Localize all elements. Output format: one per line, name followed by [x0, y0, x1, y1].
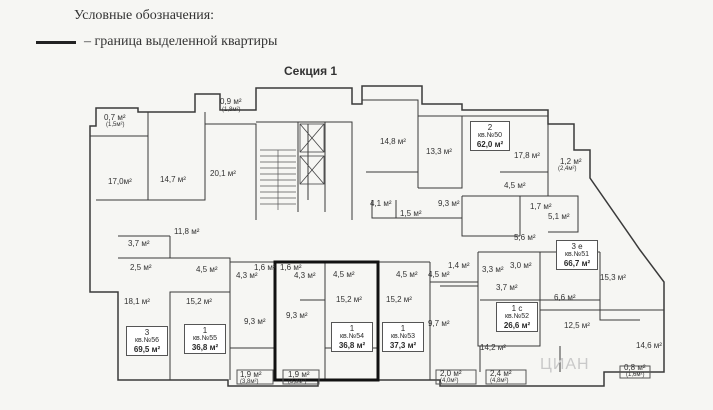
- area-label: 20,1 м²: [210, 169, 236, 178]
- area-label: 14,2 м²: [480, 343, 506, 352]
- apartment-rooms: 1: [202, 326, 208, 335]
- area-label: 17,8 м²: [514, 151, 540, 160]
- area-label: 5,1 м²: [548, 212, 570, 221]
- area-label: 4,1 м²: [370, 199, 392, 208]
- apartment-badge-53: 1 кв.№53 37,3 м²: [382, 322, 424, 353]
- area-label: 9,3 м²: [244, 317, 266, 326]
- area-label: 3,7 м²: [496, 283, 518, 292]
- area-sub-label: (3,8м²): [240, 379, 259, 385]
- apartment-number: кв.№56: [134, 337, 160, 345]
- apartment-number: кв.№51: [564, 251, 590, 259]
- apartment-rooms: 3 е: [571, 242, 583, 251]
- area-label: 3,7 м²: [128, 239, 150, 248]
- area-label: 1,7 м²: [530, 202, 552, 211]
- area-label: 0,9 м²: [220, 97, 242, 106]
- area-label: 13,3 м²: [426, 147, 452, 156]
- area-label: 1,5 м²: [400, 209, 422, 218]
- apartment-badge-56: 3 кв.№56 69,5 м²: [126, 326, 168, 357]
- apartment-badge-55: 1 кв.№55 36,8 м²: [184, 324, 226, 355]
- selected-apartment-boundary: [273, 260, 380, 382]
- apartment-area: 26,6 м²: [503, 321, 531, 331]
- area-sub-label: (2,4м²): [558, 166, 577, 172]
- area-label: 3,3 м²: [482, 265, 504, 274]
- area-label: 12,5 м²: [564, 321, 590, 330]
- area-label: 15,3 м²: [600, 273, 626, 282]
- watermark: ЦИАН: [540, 356, 590, 373]
- elevator-shafts: [299, 123, 325, 185]
- area-label: 2,0 м²: [440, 369, 462, 378]
- area-label: 15,2 м²: [386, 295, 412, 304]
- area-label: 1,2 м²: [560, 157, 582, 166]
- area-label: 1,6 м²: [254, 263, 276, 272]
- balconies: [236, 365, 651, 385]
- area-label: 4,5 м²: [333, 270, 355, 279]
- apartment-number: кв.№52: [504, 313, 530, 321]
- area-label: 1,9 м²: [240, 370, 262, 379]
- area-sub-label: (1,5м²): [106, 122, 125, 128]
- section-title: Секция 1: [284, 64, 338, 78]
- area-label: 2,5 м²: [130, 263, 152, 272]
- apartment-area: 66,7 м²: [563, 259, 591, 269]
- apartment-number: кв.№54: [339, 333, 365, 341]
- apartment-badge-50: 2 кв.№50 62,0 м²: [470, 121, 510, 152]
- area-label: 11,8 м²: [174, 227, 200, 236]
- area-label: 17,0м²: [108, 177, 132, 186]
- area-label: 9,7 м²: [428, 319, 450, 328]
- apartment-rooms: 3: [144, 328, 150, 337]
- apartment-area: 36,8 м²: [338, 341, 366, 351]
- area-label: 6,6 м²: [554, 293, 576, 302]
- legend-row: – граница выделенной квартиры: [36, 34, 277, 50]
- legend-title: Условные обозначения:: [74, 8, 215, 23]
- area-label: 14,6 м²: [636, 341, 662, 350]
- area-label: 4,5 м²: [428, 270, 450, 279]
- outer-wall: [89, 85, 665, 387]
- apartment-area: 69,5 м²: [133, 345, 161, 355]
- apartment-number: кв.№53: [390, 333, 416, 341]
- area-label: 4,5 м²: [196, 265, 218, 274]
- area-label: 4,5 м²: [396, 270, 418, 279]
- legend-boundary-line: [36, 40, 76, 44]
- apartment-badge-51: 3 е кв.№51 66,7 м²: [556, 240, 598, 271]
- apartment-rooms: 1: [400, 324, 406, 333]
- area-sub-label: (4,8м²): [490, 378, 509, 384]
- apartment-rooms: 2: [487, 123, 493, 132]
- area-label: 1,6 м²: [280, 263, 302, 272]
- apartment-badge-52: 1 с кв.№52 26,6 м²: [496, 302, 538, 333]
- area-label: 15,2 м²: [186, 297, 212, 306]
- area-label: 14,7 м²: [160, 175, 186, 184]
- area-label: 9,3 м²: [438, 199, 460, 208]
- area-label: 4,3 м²: [236, 271, 258, 280]
- area-label: 1,9 м²: [288, 370, 310, 379]
- area-sub-label: (4,0м²): [440, 378, 459, 384]
- apartment-number: кв.№55: [192, 335, 218, 343]
- apartment-area: 37,3 м²: [389, 341, 417, 351]
- apartment-number: кв.№50: [477, 132, 503, 140]
- area-label: 14,8 м²: [380, 137, 406, 146]
- area-label: 5,6 м²: [514, 233, 536, 242]
- stairs: [260, 149, 296, 210]
- area-label: 1,4 м²: [448, 261, 470, 270]
- apartment-area: 36,8 м²: [191, 343, 219, 353]
- area-label: 4,5 м²: [504, 181, 526, 190]
- area-label: 0,7 м²: [104, 113, 126, 122]
- legend-item-text: – граница выделенной квартиры: [84, 34, 278, 49]
- area-label: 15,2 м²: [336, 295, 362, 304]
- area-sub-label: (3,8м²): [288, 379, 307, 385]
- area-label: 18,1 м²: [124, 297, 150, 306]
- area-label: 0,8 м²: [624, 363, 646, 372]
- area-label: 3,0 м²: [510, 261, 532, 270]
- partitions: [90, 99, 664, 380]
- area-sub-label: (1,6м²): [626, 372, 645, 378]
- apartment-rooms: 1 с: [511, 304, 523, 313]
- apartment-area: 62,0 м²: [476, 140, 504, 150]
- area-sub-label: (1,8м²): [222, 107, 241, 113]
- apartment-rooms: 1: [349, 324, 355, 333]
- area-label: 9,3 м²: [286, 311, 308, 320]
- area-label: 2,4 м²: [490, 369, 512, 378]
- area-label: 4,3 м²: [294, 271, 316, 280]
- apartment-badge-54: 1 кв.№54 36,8 м²: [331, 322, 373, 353]
